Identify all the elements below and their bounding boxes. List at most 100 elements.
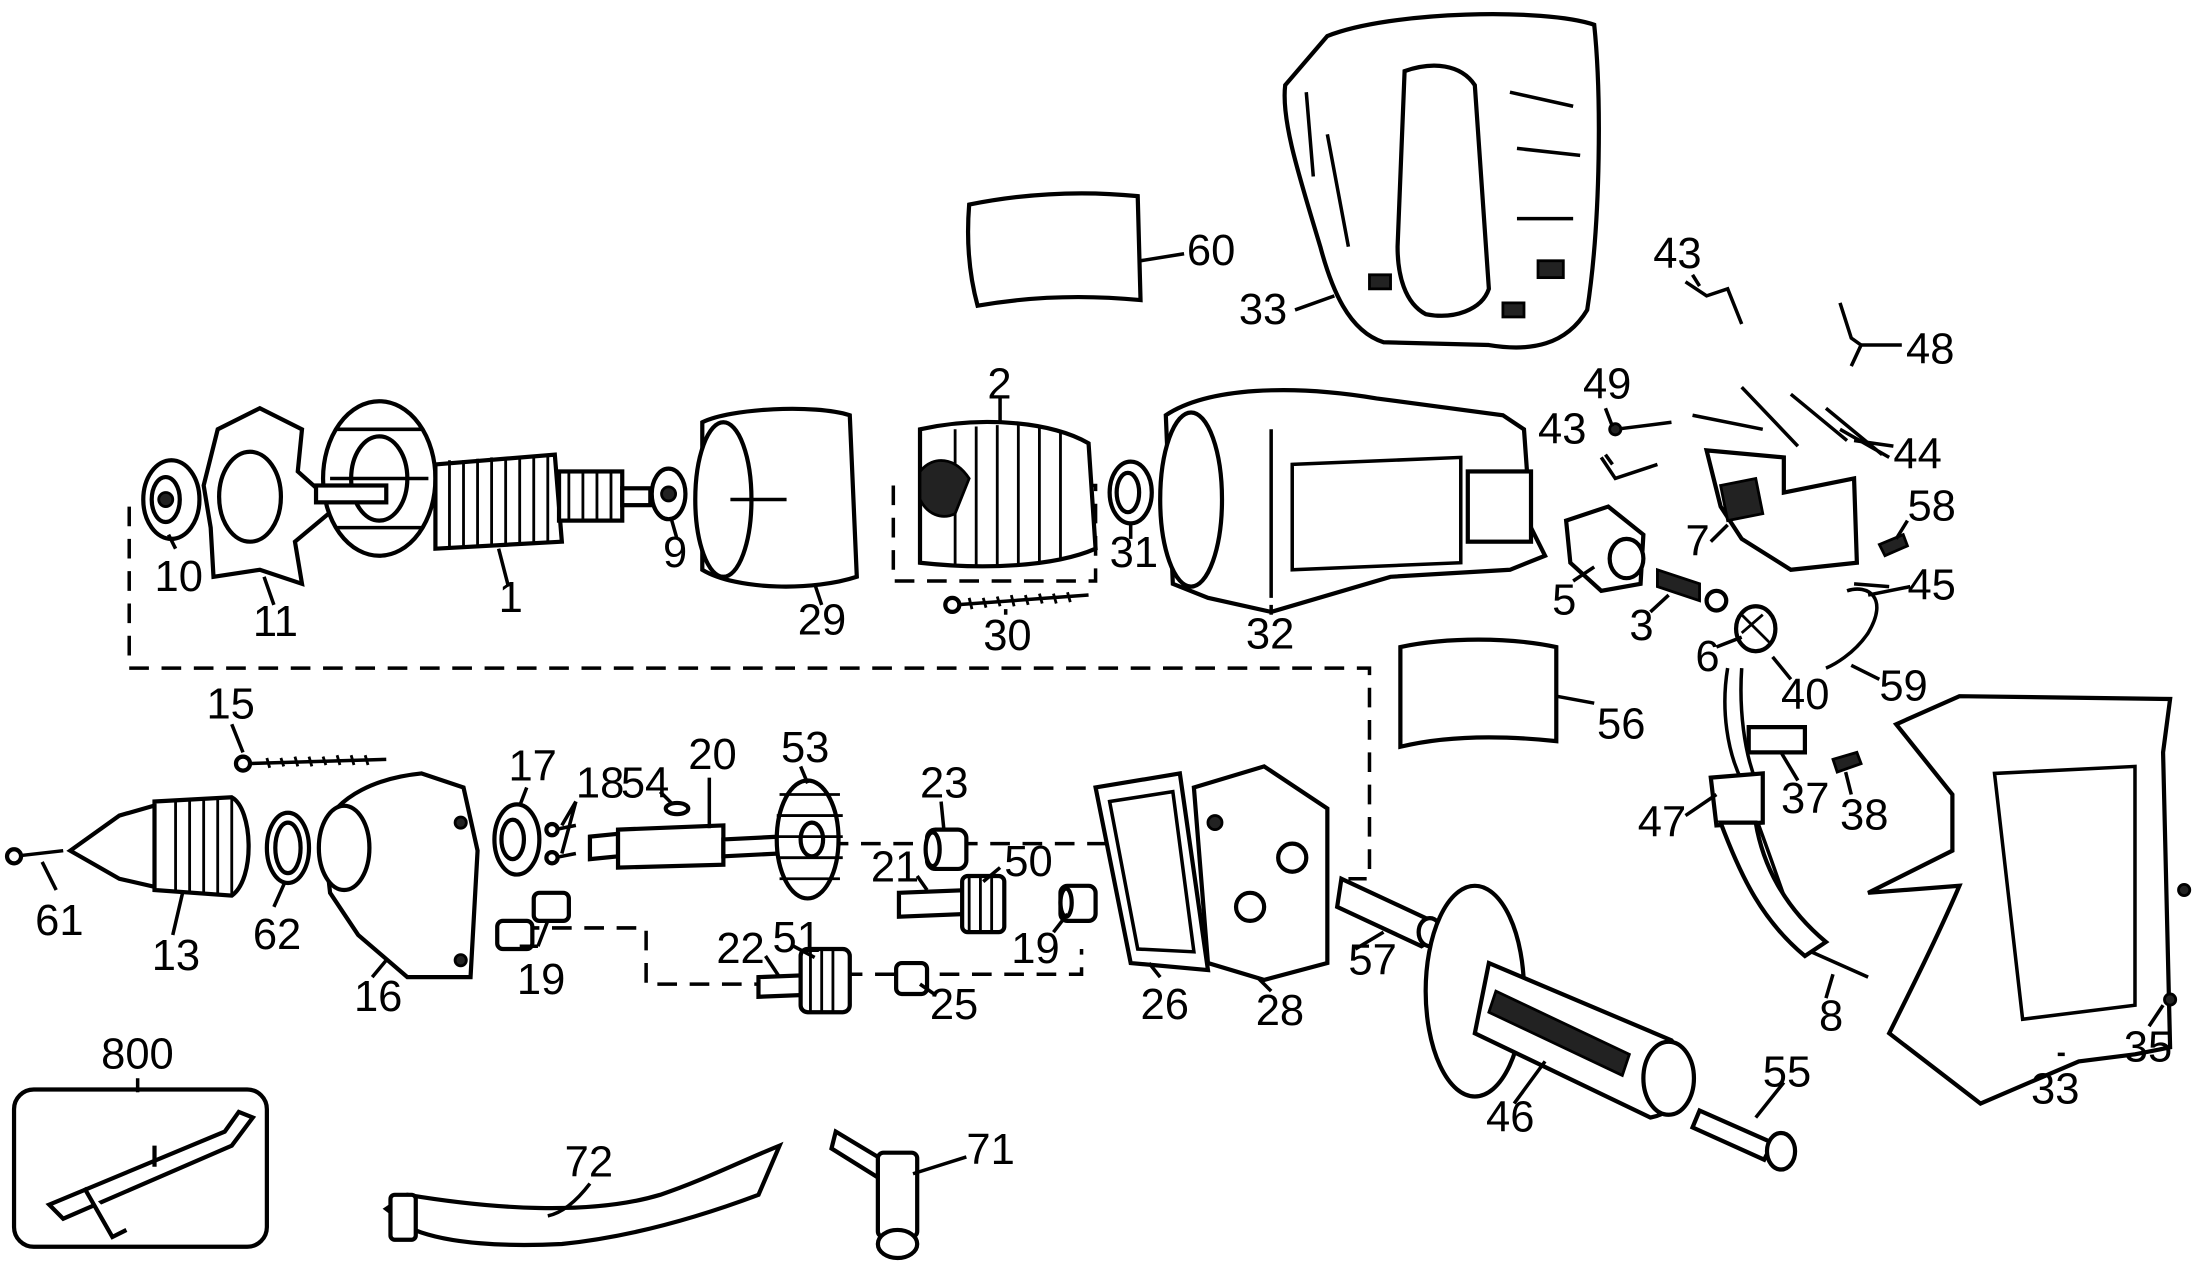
callout-33-top: 33 [1239, 286, 1287, 334]
fan-1 [320, 399, 438, 558]
clip-48 [1838, 302, 1864, 367]
armature-1 [313, 452, 653, 551]
callout-72: 72 [565, 1139, 613, 1187]
spindle-20 [587, 823, 782, 870]
terminal-43-upper [1684, 280, 1744, 325]
callout-45: 45 [1907, 561, 1955, 609]
callout-51: 51 [773, 914, 821, 962]
callout-13: 13 [152, 932, 200, 980]
callout-48: 48 [1906, 325, 1954, 373]
label-plate-56 [1398, 637, 1559, 750]
callout-5: 5 [1552, 577, 1576, 625]
cord-8-protector-47 [1708, 667, 1869, 979]
callout-53: 53 [781, 724, 829, 772]
callout-22: 22 [716, 925, 764, 973]
callout-15: 15 [206, 681, 254, 729]
callout-47: 47 [1638, 799, 1686, 847]
callout-19-right: 19 [1011, 925, 1059, 973]
bearing-9 [649, 466, 688, 522]
gear-case-16 [316, 771, 480, 980]
field-case-29 [693, 406, 859, 589]
bolt-55 [1689, 1107, 1798, 1172]
bearings-19-left [495, 890, 571, 952]
callout-55: 55 [1763, 1049, 1811, 1097]
callout-17: 17 [508, 742, 556, 790]
callout-1: 1 [499, 574, 523, 622]
callout-58: 58 [1907, 483, 1955, 531]
baffle-plate-11 [201, 405, 341, 587]
callout-31: 31 [1110, 529, 1158, 577]
gear-53 [774, 778, 843, 901]
brush-cap-6 [1733, 604, 1778, 654]
callout-11: 11 [253, 598, 298, 646]
kit-800-box [11, 1087, 269, 1249]
gear-22-51 [756, 946, 852, 1015]
lead-wires-44 [1692, 385, 1891, 459]
brush-holder-5 [1563, 504, 1646, 594]
callout-10: 10 [155, 553, 203, 601]
bearing-10 [141, 458, 202, 541]
callout-44: 44 [1893, 431, 1941, 479]
callout-labels: 800 72 71 60 33 33 43 43 48 49 44 58 7 4… [35, 227, 2172, 1187]
callout-62: 62 [253, 911, 301, 959]
screw-61 [4, 847, 64, 866]
screw-30 [943, 591, 1089, 615]
callout-18: 18 [576, 759, 624, 807]
callout-25: 25 [930, 981, 978, 1029]
callout-43-upper: 43 [1653, 230, 1701, 278]
terminal-43-lower [1599, 456, 1658, 481]
callout-60: 60 [1187, 227, 1235, 275]
callout-50: 50 [1004, 838, 1052, 886]
label-plate-60 [966, 191, 1143, 309]
callout-800: 800 [101, 1030, 174, 1078]
callout-3: 3 [1629, 602, 1653, 650]
side-handle-46 [1423, 883, 1697, 1120]
callout-71: 71 [966, 1126, 1014, 1174]
bearing-17 [492, 802, 542, 877]
bushing-31 [1107, 459, 1154, 526]
callout-33-bottom: 33 [2031, 1066, 2079, 1114]
callout-29: 29 [798, 596, 846, 644]
callout-56: 56 [1597, 700, 1645, 748]
callout-8: 8 [1819, 992, 1843, 1040]
gear-housing-28 [1191, 764, 1330, 983]
belt-clip-72 [382, 1141, 784, 1248]
bearing-23 [923, 827, 969, 872]
callout-30: 30 [983, 612, 1031, 660]
callout-28: 28 [1256, 987, 1304, 1035]
field-2 [917, 419, 1098, 569]
callout-46: 46 [1486, 1094, 1534, 1142]
ring-62 [264, 810, 312, 886]
callout-2: 2 [987, 360, 1011, 408]
callout-32: 32 [1246, 610, 1294, 658]
screws-18 [544, 821, 577, 866]
wires-45-59 [1825, 582, 1890, 670]
callout-49: 49 [1583, 360, 1631, 408]
callout-19-left: 19 [517, 956, 565, 1004]
terminal-49 [1608, 420, 1672, 437]
screw-58 [1877, 532, 1910, 558]
motor-housing-32 [1158, 388, 1548, 615]
switch-7 [1703, 448, 1860, 572]
callout-35: 35 [2124, 1023, 2172, 1071]
gasket-26 [1093, 771, 1211, 973]
gear-21-50 [896, 873, 1007, 935]
callout-43-lower: 43 [1538, 405, 1586, 453]
callout-59: 59 [1879, 662, 1927, 710]
callout-54: 54 [621, 759, 669, 807]
bearing-25 [894, 960, 930, 997]
leader-lines [40, 252, 2165, 1218]
bearing-19-right [1058, 883, 1098, 924]
screw-38 [1831, 750, 1863, 774]
screw-15 [233, 754, 387, 773]
chuck-13 [66, 795, 251, 898]
callout-57: 57 [1348, 936, 1396, 984]
callout-40: 40 [1781, 671, 1829, 719]
callout-61: 61 [35, 897, 83, 945]
callout-38: 38 [1840, 792, 1888, 840]
callout-26: 26 [1141, 981, 1189, 1029]
callout-20: 20 [688, 731, 736, 779]
callout-37: 37 [1781, 775, 1829, 823]
brush-3 [1656, 567, 1729, 613]
